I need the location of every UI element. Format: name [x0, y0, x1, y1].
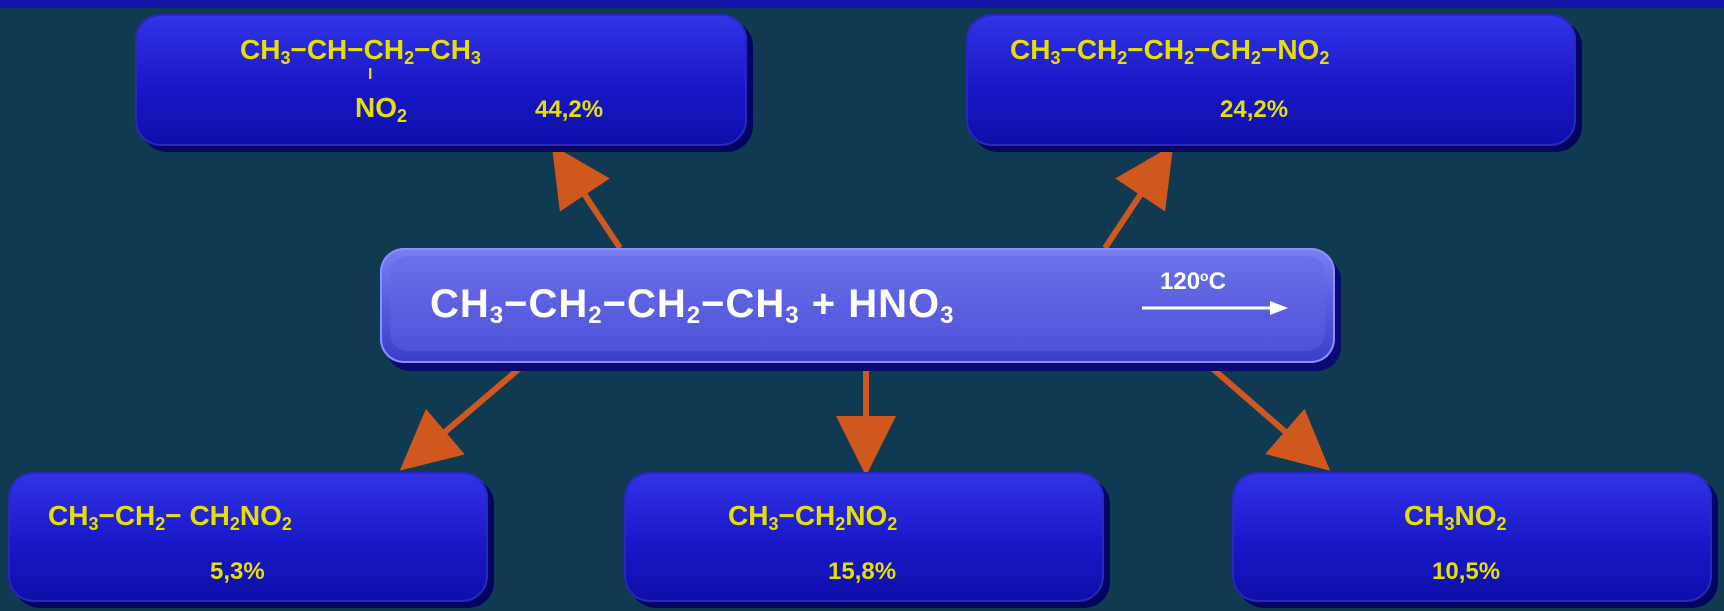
subscript: 2: [1250, 48, 1261, 68]
product-formula-1-nitropropane: CH3−CH2− CH2NO2: [48, 500, 292, 535]
plus-sign: +: [799, 282, 849, 326]
arrow-to-1-nitropropane: [399, 365, 522, 471]
product-box-1-nitropropane: [8, 472, 488, 602]
formula-text: CH: [430, 282, 490, 326]
bond: −: [1260, 34, 1278, 65]
formula-text: HNO: [848, 282, 941, 326]
reaction-box: [380, 248, 1335, 363]
temperature-unit: C: [1208, 268, 1226, 295]
bond: −: [165, 500, 190, 531]
reactant-equation: CH3−CH2−CH2−CH3 + HNO3: [430, 282, 954, 330]
bond: −: [701, 282, 726, 326]
subscript: 3: [940, 302, 955, 329]
subscript: 2: [887, 514, 898, 534]
subscript: 2: [155, 514, 166, 534]
formula-text: NO: [355, 92, 397, 123]
product-box-1-nitrobutane: [966, 14, 1576, 146]
subscript: 2: [1117, 48, 1128, 68]
formula-text: CH: [114, 500, 156, 531]
product-box-2-nitrobutane: [135, 14, 747, 146]
reaction-box-inner: [390, 256, 1325, 351]
formula-text: CH: [528, 282, 589, 326]
product-formula-1-nitrobutane: CH3−CH2−CH2−CH2−NO2: [1010, 34, 1329, 69]
bond: −: [1060, 34, 1077, 65]
product-formula-nitromethane: CH3NO2: [1404, 500, 1506, 535]
formula-text: CH: [306, 34, 348, 65]
formula-text: CH: [1143, 34, 1185, 65]
nitro-group: NO2: [355, 92, 407, 127]
subscript: 3: [1444, 514, 1455, 534]
formula-text: CH: [728, 500, 769, 531]
product-formula-nitroethane: CH3−CH2NO2: [728, 500, 897, 535]
subscript: 2: [835, 514, 846, 534]
bond: −: [414, 34, 431, 65]
branch-bond: I: [368, 66, 373, 83]
subscript: 2: [404, 48, 415, 68]
formula-text: NO: [845, 500, 888, 531]
product-formula-2-nitrobutane: CH3−CH−CH2−CH3: [240, 34, 481, 69]
product-box-nitroethane: [624, 472, 1104, 602]
formula-text: NO: [239, 500, 282, 531]
top-bar: [0, 0, 1724, 8]
yield-percent: 15,8%: [828, 558, 897, 585]
bond: −: [98, 500, 115, 531]
temperature-value: 120: [1160, 268, 1201, 295]
yield-percent: 44,2%: [535, 96, 604, 123]
bond: −: [347, 34, 364, 65]
yield-percent: 24,2%: [1220, 96, 1289, 123]
formula-text: CH: [1010, 34, 1051, 65]
subscript: 2: [1184, 48, 1195, 68]
formula-text: CH: [1210, 34, 1251, 65]
subscript: 2: [588, 302, 603, 329]
bond: −: [778, 500, 795, 531]
subscript: 3: [1050, 48, 1061, 68]
subscript: 3: [489, 302, 505, 329]
subscript: 3: [768, 514, 779, 534]
product-box-nitromethane: [1232, 472, 1712, 602]
subscript: 3: [280, 48, 291, 68]
formula-text: CH: [1076, 34, 1118, 65]
bond: −: [504, 282, 529, 326]
subscript: 3: [785, 302, 800, 329]
formula-text: CH: [430, 34, 471, 65]
bond: −: [1194, 34, 1211, 65]
reaction-arrow-icon: [1142, 301, 1288, 315]
formula-text: CH: [1404, 500, 1445, 531]
formula-text: CH: [725, 282, 786, 326]
bond: −: [602, 282, 627, 326]
arrow-to-2-nitrobutane: [551, 144, 623, 250]
arrow-to-nitromethane: [1210, 365, 1331, 471]
formula-text: CH: [189, 500, 230, 531]
subscript: 2: [686, 302, 702, 329]
subscript: 2: [1496, 514, 1507, 534]
bond: −: [290, 34, 307, 65]
formula-text: NO: [1454, 500, 1497, 531]
degree-mark: o: [1200, 268, 1209, 284]
formula-text: CH: [794, 500, 836, 531]
bond: −: [1127, 34, 1144, 65]
subscript: 3: [470, 48, 481, 68]
arrow-to-1-nitrobutane: [1102, 144, 1174, 250]
yield-percent: 10,5%: [1432, 558, 1501, 585]
formula-text: CH: [240, 34, 281, 65]
formula-text: CH: [48, 500, 89, 531]
subscript: 2: [1319, 48, 1330, 68]
formula-text: CH: [363, 34, 405, 65]
subscript: 3: [88, 514, 99, 534]
reaction-condition: 120oC: [1160, 268, 1226, 296]
subscript: 2: [281, 514, 292, 534]
subscript: 2: [397, 106, 408, 126]
formula-text: CH: [627, 282, 687, 326]
yield-percent: 5,3%: [210, 558, 265, 585]
subscript: 2: [229, 514, 240, 534]
formula-text: NO: [1277, 34, 1320, 65]
